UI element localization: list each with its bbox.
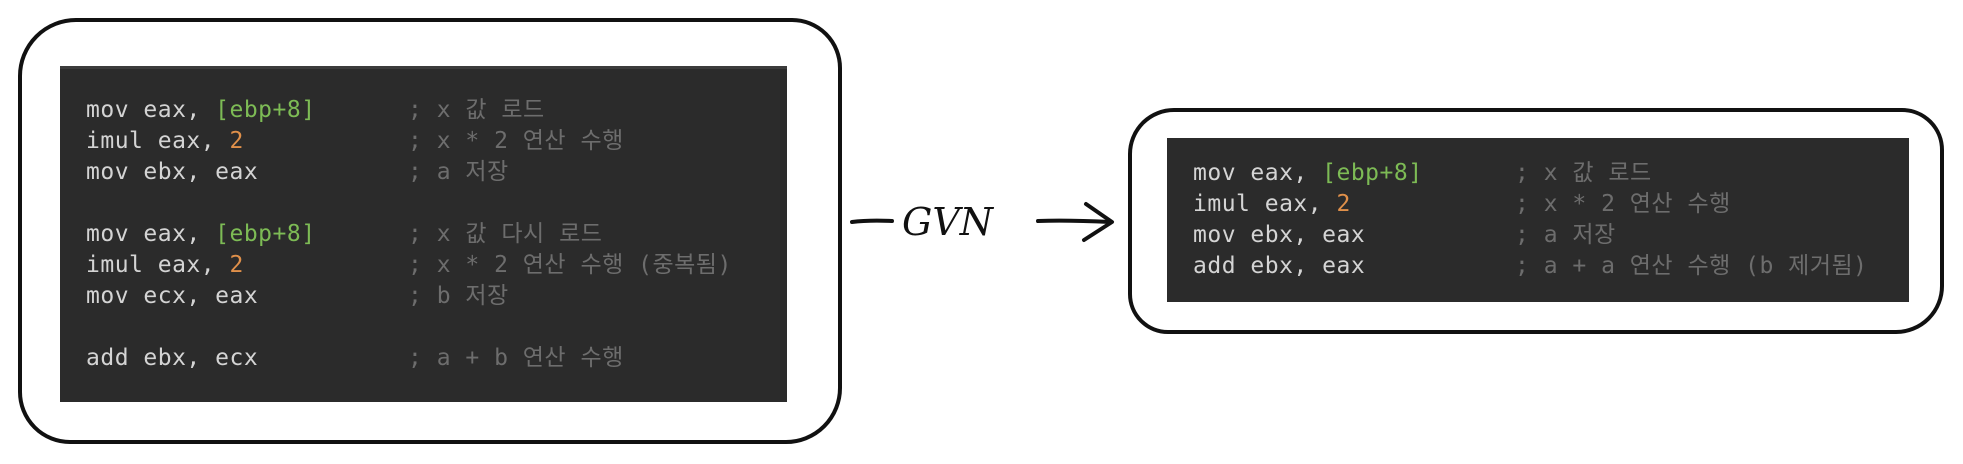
code-line: add ebx, ecx; a + b 연산 수행 bbox=[86, 345, 624, 371]
gvn-arrow: GVN bbox=[850, 200, 1114, 244]
code-line: add ebx, eax; a + a 연산 수행 (b 제거됨) bbox=[1193, 253, 1868, 279]
original-code-panel: mov eax, [ebp+8]; x 값 로드 imul eax, 2; x … bbox=[60, 66, 787, 402]
optimized-code-panel: mov eax, [ebp+8]; x 값 로드 imul eax, 2; x … bbox=[1167, 138, 1909, 302]
code-line: imul eax, 2; x * 2 연산 수행 bbox=[1193, 191, 1731, 217]
arrow-head-icon bbox=[1082, 202, 1114, 242]
code-line: mov ecx, eax; b 저장 bbox=[86, 283, 509, 309]
code-line: mov eax, [ebp+8]; x 값 로드 bbox=[86, 97, 545, 123]
code-line: imul eax, 2; x * 2 연산 수행 bbox=[86, 128, 624, 154]
gvn-label: GVN bbox=[902, 200, 995, 244]
original-code: mov eax, [ebp+8]; x 값 로드 imul eax, 2; x … bbox=[86, 95, 777, 374]
code-line: mov ebx, eax; a 저장 bbox=[1193, 222, 1616, 248]
optimized-code: mov eax, [ebp+8]; x 값 로드 imul eax, 2; x … bbox=[1193, 158, 1899, 282]
code-line: mov ebx, eax; a 저장 bbox=[86, 159, 509, 185]
code-line: mov eax, [ebp+8]; x 값 로드 bbox=[1193, 160, 1652, 186]
code-line: mov eax, [ebp+8]; x 값 다시 로드 bbox=[86, 221, 603, 247]
code-line: imul eax, 2; x * 2 연산 수행 (중복됨) bbox=[86, 252, 732, 278]
